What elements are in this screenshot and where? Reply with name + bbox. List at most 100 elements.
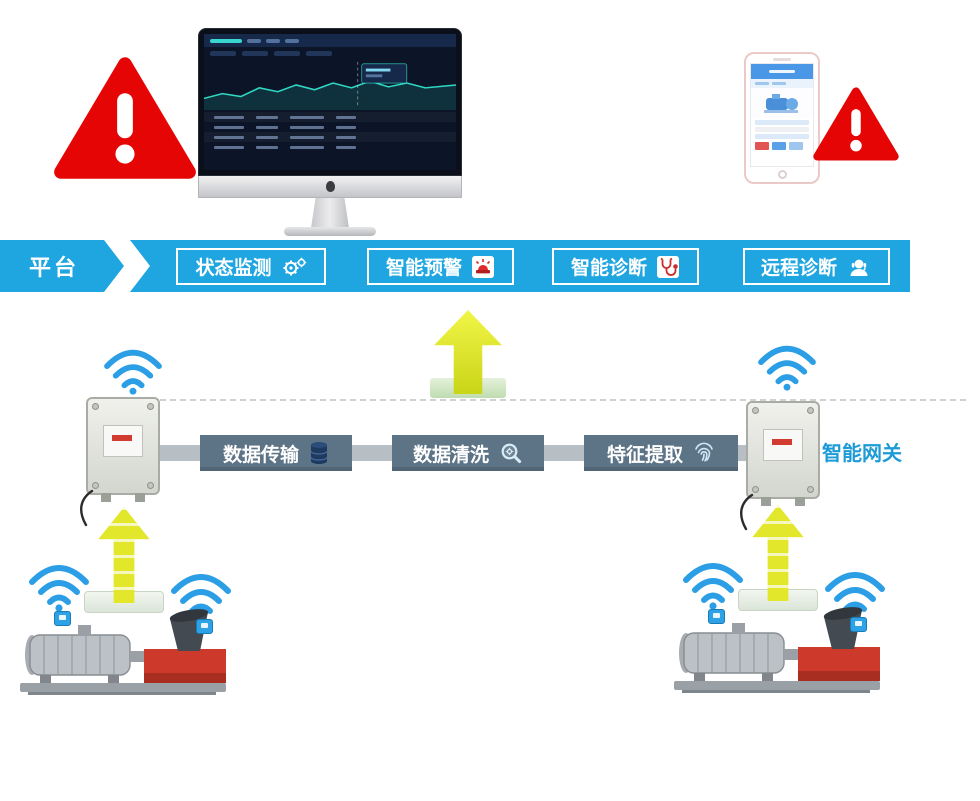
magnifier-icon — [501, 443, 522, 464]
gateway-label: 智能网关 — [822, 443, 902, 465]
machinery-illustration — [20, 609, 226, 695]
monitor-base — [284, 227, 376, 236]
ui-bar — [274, 51, 300, 56]
phone-app-subheader — [751, 79, 813, 88]
ui-bar — [242, 51, 268, 56]
ui-bar — [214, 125, 244, 129]
pipeline-item-data-transmission: 数据传输 — [200, 435, 352, 471]
pipeline-item-label: 特征提取 — [606, 444, 683, 466]
platform-item-status-monitoring: 状态监测 — [176, 248, 326, 285]
gateway-device-left — [80, 397, 160, 527]
wireless-sensor — [708, 609, 725, 624]
ui-bar — [336, 145, 356, 149]
gateway-connector — [101, 493, 111, 502]
platform-item-smart-warning: 智能预警 — [367, 248, 514, 285]
ui-bar — [59, 615, 66, 620]
screw-icon — [752, 407, 759, 414]
database-icon — [310, 442, 328, 464]
ui-bar — [256, 135, 278, 139]
ui-bar — [336, 115, 356, 119]
fingerprint-icon — [695, 442, 713, 462]
gateway-cable — [740, 493, 754, 531]
ui-bar — [713, 613, 720, 618]
equipment-cluster-right — [672, 503, 902, 703]
screw-icon — [807, 407, 814, 414]
warning-icon-left — [50, 55, 200, 181]
remote-support-icon — [850, 259, 868, 276]
ui-bar — [201, 623, 208, 628]
wifi-icon — [104, 349, 162, 395]
ui-bar — [755, 134, 809, 139]
ui-tile — [789, 142, 803, 150]
alarm-icon — [472, 255, 494, 278]
pump-illustration — [764, 94, 798, 113]
phone-speaker — [773, 58, 791, 61]
gateway-label-plate — [763, 429, 803, 461]
gateway-cable — [80, 489, 94, 527]
platform-item-label: 远程诊断 — [760, 258, 837, 279]
ui-bar — [256, 125, 278, 129]
ui-bar — [266, 38, 280, 43]
table-row — [204, 142, 456, 152]
platform-item-label: 状态监测 — [195, 258, 272, 279]
machinery-illustration — [672, 601, 890, 695]
gateway-device-right — [740, 401, 820, 531]
ui-bar — [210, 38, 242, 43]
apple-logo-icon — [325, 181, 335, 192]
ui-bar — [755, 120, 809, 125]
wifi-icon — [26, 560, 92, 612]
wifi-icon — [29, 565, 89, 612]
wifi-icon — [758, 345, 816, 391]
platform-item-smart-diagnosis: 智能诊断 — [552, 248, 699, 285]
wifi-icon — [683, 563, 743, 610]
screw-icon — [752, 486, 759, 493]
monitor-chin — [198, 176, 462, 198]
screw-icon — [807, 486, 814, 493]
warning-triangle-icon — [813, 87, 899, 161]
platform-item-label: 智能诊断 — [570, 258, 647, 279]
gateway-connector — [761, 497, 771, 506]
platform-item-remote-diagnosis: 远程诊断 — [743, 248, 890, 285]
phone-equipment-figure — [751, 88, 813, 118]
wifi-icon — [102, 345, 164, 395]
ui-bar — [290, 115, 324, 119]
table-row — [204, 122, 456, 132]
equipment-cluster-left — [18, 505, 248, 705]
ui-bar — [290, 125, 324, 129]
phone-screen — [750, 63, 814, 167]
table-row — [204, 132, 456, 142]
monitor-screen — [198, 28, 462, 176]
ui-bar — [336, 125, 356, 129]
ui-bar — [285, 38, 299, 43]
gateway-sticker — [112, 435, 132, 441]
screw-icon — [147, 482, 154, 489]
wifi-icon — [680, 558, 746, 610]
monitor-stand — [311, 198, 349, 228]
phone-home-button — [777, 170, 787, 179]
wireless-sensor — [54, 611, 71, 626]
ui-bar — [256, 145, 278, 149]
ui-bar — [214, 135, 244, 139]
pipeline-item-label: 数据清洗 — [412, 444, 489, 466]
ui-bar — [290, 135, 324, 139]
gateway-label-plate — [103, 425, 143, 457]
ui-bar — [755, 127, 809, 132]
dashboard-topbar — [204, 34, 456, 47]
phone-app-tiles — [751, 141, 813, 151]
dashboard-nav — [204, 47, 456, 58]
phone-app-header — [751, 64, 813, 79]
ui-bar — [256, 115, 278, 119]
machinery-illustration — [674, 607, 880, 693]
platform-label-tab: 平台 — [0, 240, 124, 292]
gateway-connector — [135, 493, 145, 502]
dashboard-table — [204, 112, 456, 152]
machinery-illustration — [18, 603, 236, 697]
pipeline-item-label: 数据传输 — [222, 444, 299, 466]
stethoscope-icon — [657, 255, 679, 278]
screw-icon — [147, 403, 154, 410]
ui-bar — [290, 145, 324, 149]
ui-bar — [855, 621, 862, 626]
table-row — [204, 112, 456, 122]
dashboard-screen — [204, 34, 456, 170]
